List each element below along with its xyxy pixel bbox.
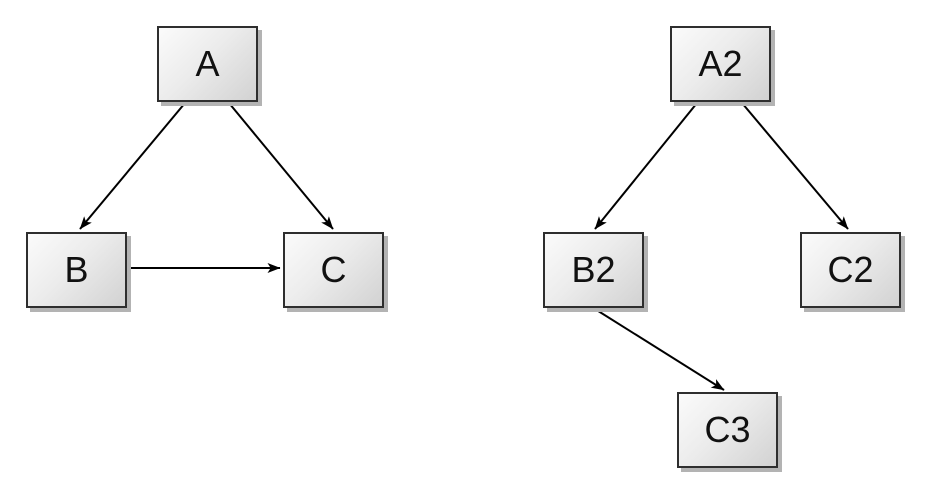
edges-group [79, 102, 849, 391]
edge-A-B[interactable] [79, 102, 186, 230]
node-C[interactable]: C [283, 232, 384, 308]
node-C2[interactable]: C2 [800, 232, 901, 308]
node-A2[interactable]: A2 [670, 26, 771, 102]
node-B2[interactable]: B2 [543, 232, 644, 308]
edge-A2-C2[interactable] [741, 102, 849, 230]
node-label-A: A [195, 43, 220, 84]
node-label-B2: B2 [571, 249, 616, 290]
node-C3[interactable]: C3 [677, 392, 778, 468]
node-label-C2: C2 [827, 249, 874, 290]
node-A[interactable]: A [157, 26, 258, 102]
edge-B2-C3[interactable] [594, 308, 725, 391]
node-label-B: B [64, 249, 89, 290]
node-B[interactable]: B [26, 232, 127, 308]
edge-A-C[interactable] [228, 102, 334, 230]
node-label-C: C [320, 249, 347, 290]
edge-A2-B2[interactable] [594, 102, 698, 230]
node-label-C3: C3 [704, 409, 751, 450]
node-label-A2: A2 [698, 43, 743, 84]
